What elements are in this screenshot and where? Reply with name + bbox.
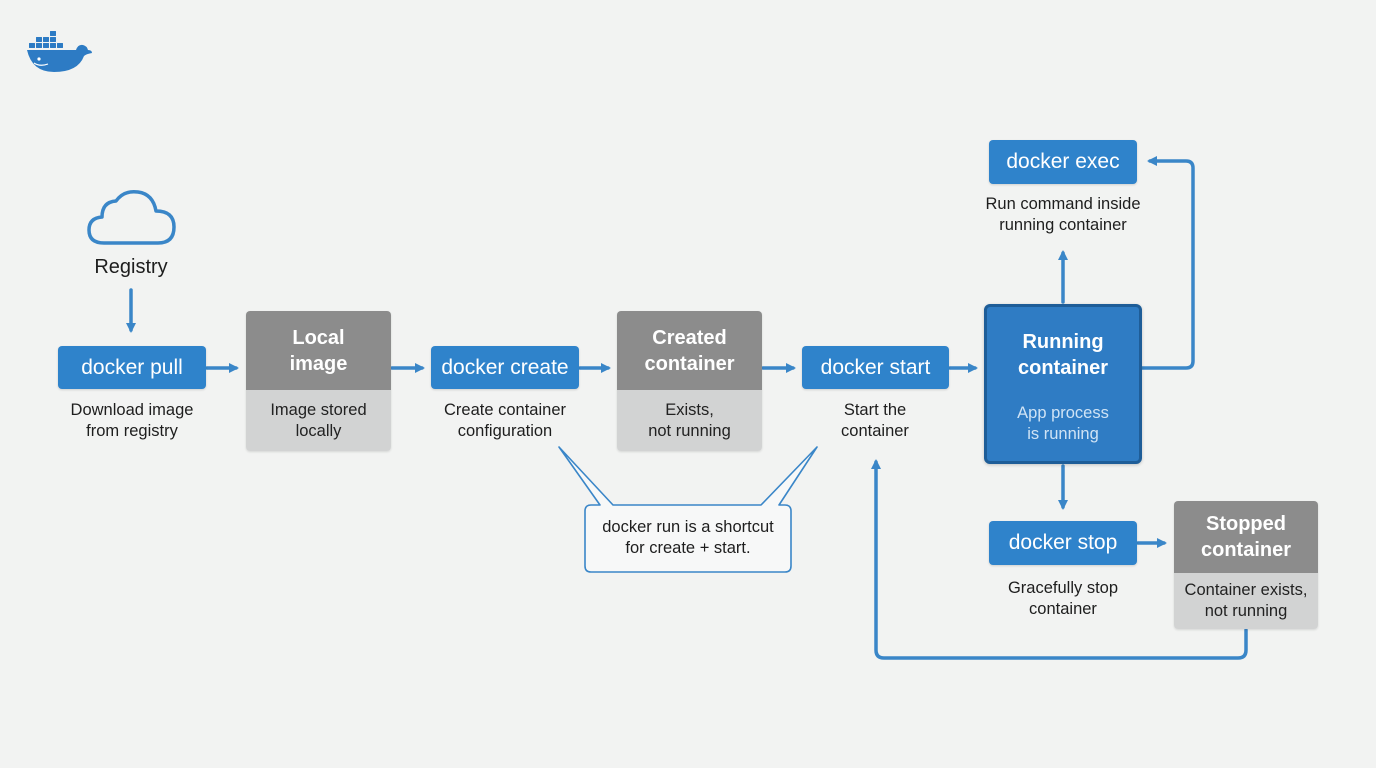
docker-pull-description: Download image from registry xyxy=(70,401,194,440)
callout-bubble xyxy=(558,446,818,573)
registry-label: Registry xyxy=(94,256,168,278)
stopped-container-subtitle: Container exists, not running xyxy=(1174,573,1318,629)
running-container-state: Running container App process is running xyxy=(984,304,1142,464)
docker-run-callout: docker run is a shortcut for create + st… xyxy=(602,518,774,557)
docker-exec-description: Run command inside running container xyxy=(985,195,1141,234)
created-container-title: Created container xyxy=(617,311,762,390)
docker-stop-button[interactable]: docker stop xyxy=(989,521,1137,565)
arrow-exec-loop xyxy=(1140,156,1195,370)
cloud-icon xyxy=(86,186,178,248)
docker-start-label: docker start xyxy=(820,355,931,379)
stopped-container-title: Stopped container xyxy=(1174,501,1318,573)
docker-stop-description: Gracefully stop container xyxy=(1007,579,1119,618)
docker-start-description: Start the container xyxy=(841,401,909,440)
created-container-state: Created container Exists, not running xyxy=(617,311,762,451)
local-image-title: Local image xyxy=(246,311,391,390)
docker-stop-label: docker stop xyxy=(1008,531,1118,554)
docker-exec-label: docker exec xyxy=(1006,150,1120,173)
stopped-container-state: Stopped container Container exists, not … xyxy=(1174,501,1318,629)
docker-exec-button[interactable]: docker exec xyxy=(989,140,1137,184)
docker-whale-icon xyxy=(26,28,94,76)
docker-start-button[interactable]: docker start xyxy=(802,346,949,389)
local-image-subtitle: Image stored locally xyxy=(246,390,391,451)
local-image-state: Local image Image stored locally xyxy=(246,311,391,451)
running-container-title: Running container xyxy=(1017,331,1109,379)
docker-create-button[interactable]: docker create xyxy=(431,346,579,389)
docker-create-description: Create container configuration xyxy=(444,401,566,440)
arrow-stopped-to-start xyxy=(871,459,1248,660)
docker-pull-button[interactable]: docker pull xyxy=(58,346,206,389)
created-container-subtitle: Exists, not running xyxy=(617,390,762,451)
docker-create-label: docker create xyxy=(441,355,569,379)
running-container-subtitle: App process is running xyxy=(1017,404,1109,443)
docker-pull-label: docker pull xyxy=(81,355,183,379)
